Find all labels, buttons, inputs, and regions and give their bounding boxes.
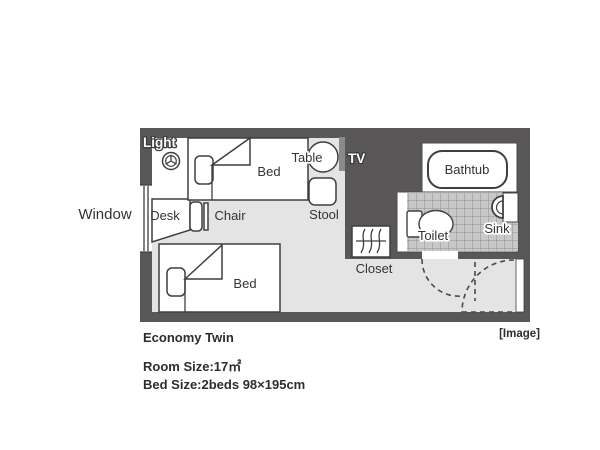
sink-icon <box>491 192 519 223</box>
light-icon <box>161 151 181 171</box>
room-size-text: Room Size:17㎡ <box>143 359 241 374</box>
bathroom-door-swing-arc <box>421 258 464 298</box>
image-credit: [Image] <box>499 328 540 340</box>
table-icon <box>307 141 339 173</box>
tv-icon <box>339 137 345 171</box>
bed-top-icon <box>187 136 309 201</box>
stool-label: Stool <box>309 207 339 222</box>
closet-label: Closet <box>356 261 393 276</box>
bed-bottom-icon <box>158 243 281 313</box>
tv-label: TV <box>348 151 365 166</box>
bathroom-door-opening <box>422 251 458 259</box>
light-label: Light <box>143 135 176 150</box>
chair-label: Chair <box>214 208 246 223</box>
toilet-label: Toilet <box>418 228 449 243</box>
bathtub-label: Bathtub <box>445 162 490 177</box>
entrance-door-leaf <box>515 258 525 313</box>
sink-label: Sink <box>484 221 510 236</box>
desk-icon <box>151 198 191 244</box>
entrance-door-swing-arc <box>461 259 515 313</box>
chair-icon <box>189 201 209 232</box>
desk-label: Desk <box>150 208 180 223</box>
bed-top-label: Bed <box>257 164 280 179</box>
bathtub-icon <box>421 142 518 193</box>
table-label: Table <box>291 150 322 165</box>
closet-icon <box>351 225 391 258</box>
bed-bottom-label: Bed <box>233 276 256 291</box>
toilet-icon <box>406 209 454 239</box>
window-label: Window <box>78 206 132 223</box>
window-icon <box>140 184 152 253</box>
stool-icon <box>308 177 337 206</box>
bed-size-text: Bed Size:2beds 98×195cm <box>143 377 305 392</box>
room-type-title: Economy Twin <box>143 330 234 345</box>
